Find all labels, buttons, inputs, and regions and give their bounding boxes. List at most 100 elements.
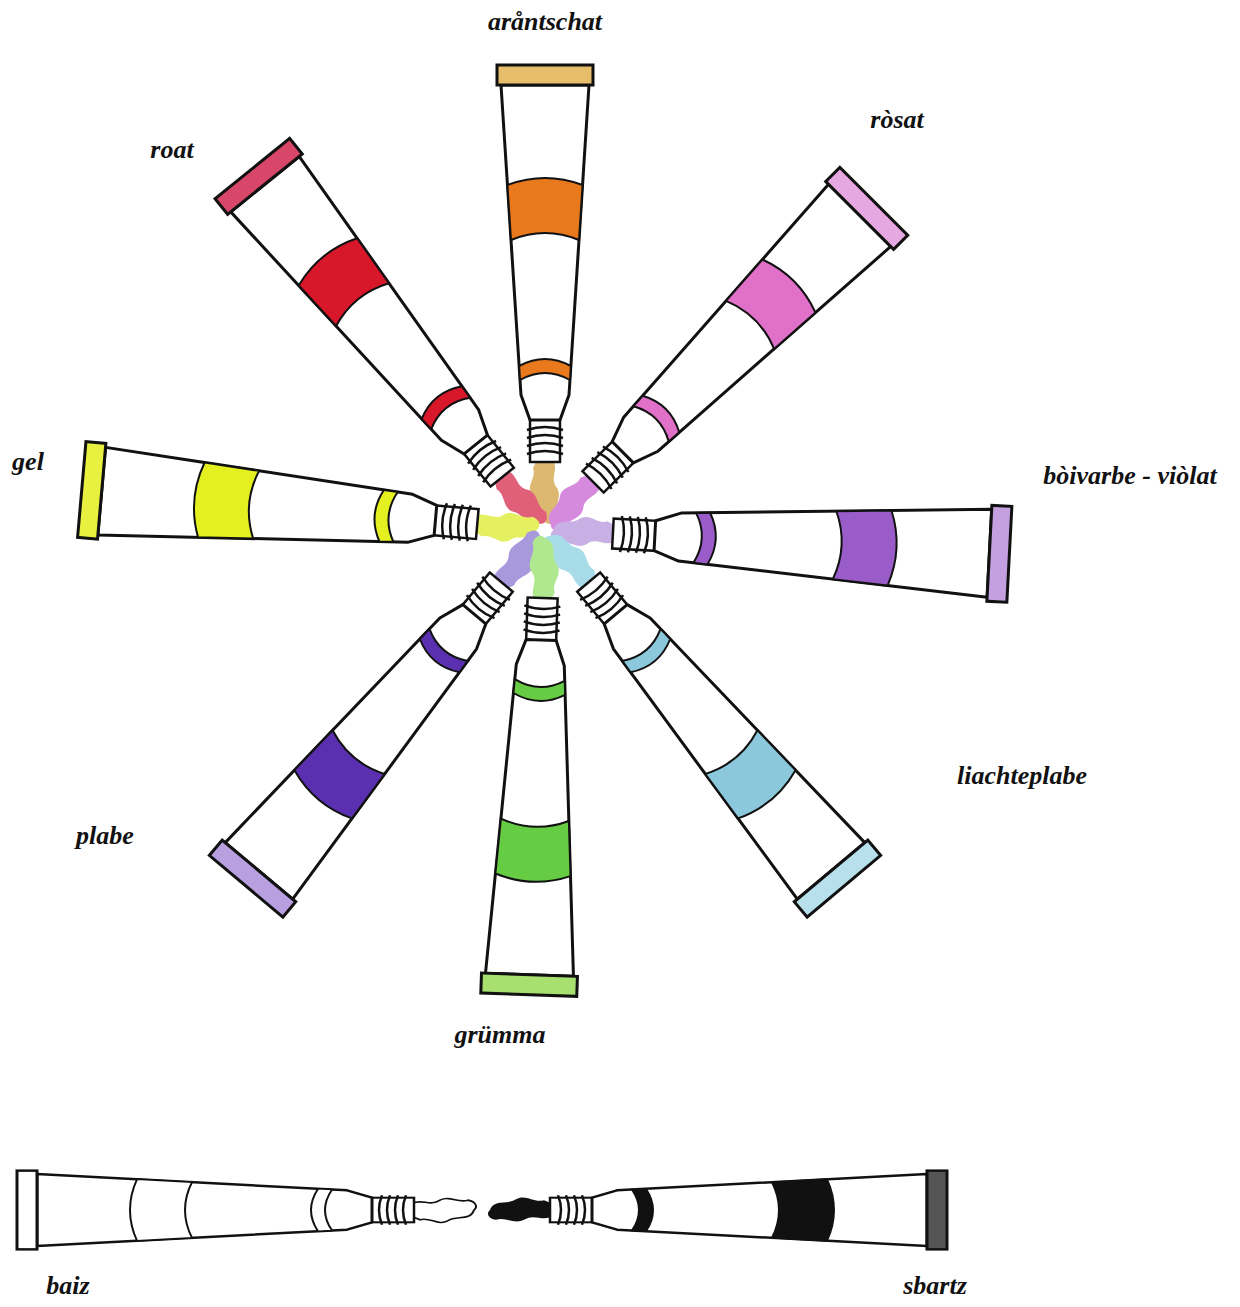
nozzle-ring bbox=[580, 577, 610, 602]
nozzle-ring bbox=[585, 583, 615, 608]
tube-body bbox=[592, 184, 891, 483]
paint-tube bbox=[488, 1171, 947, 1250]
tube-body bbox=[592, 1174, 927, 1246]
tube-body bbox=[501, 85, 589, 420]
tube-nozzle bbox=[526, 597, 558, 642]
nozzle-ring bbox=[475, 583, 505, 608]
nozzle-ring bbox=[395, 1195, 398, 1225]
paint-tube bbox=[78, 442, 544, 578]
tube-colour-band bbox=[724, 255, 821, 352]
tube-body bbox=[37, 1174, 372, 1246]
tube-cap bbox=[78, 442, 106, 539]
nozzle-ring bbox=[471, 445, 501, 470]
nozzle-ring bbox=[524, 613, 560, 617]
paint-tube bbox=[481, 534, 593, 996]
nozzle-ring bbox=[441, 503, 447, 539]
tube-body bbox=[98, 447, 439, 564]
colour-name-label: roat bbox=[150, 136, 193, 165]
nozzle-ring bbox=[628, 516, 633, 552]
tube-body bbox=[225, 586, 508, 899]
colour-name-label: sbartz bbox=[903, 1272, 967, 1301]
nozzle-ring bbox=[470, 589, 500, 614]
tube-ring bbox=[311, 1189, 332, 1231]
nozzle-ring bbox=[449, 504, 455, 540]
nozzle-ring bbox=[527, 443, 563, 446]
paint-tube bbox=[548, 482, 1011, 602]
colour-name-label: baiz bbox=[46, 1272, 89, 1301]
tube-cap bbox=[826, 167, 908, 249]
nozzle-ring bbox=[574, 1195, 577, 1225]
nozzle-ring bbox=[465, 505, 471, 541]
nozzle-ring bbox=[379, 1195, 382, 1225]
nozzle-ring bbox=[527, 435, 563, 438]
tube-ring bbox=[632, 1189, 653, 1231]
tube-body bbox=[485, 638, 585, 976]
tube-body bbox=[653, 492, 992, 597]
nozzle-ring bbox=[523, 629, 559, 633]
colour-name-label: aråntschat bbox=[488, 8, 602, 37]
tube-ring bbox=[633, 391, 684, 442]
tube-cap bbox=[17, 1171, 37, 1250]
nozzle-ring bbox=[586, 461, 614, 489]
paint-blob bbox=[412, 1199, 476, 1223]
tube-cap bbox=[215, 138, 302, 214]
tube-body bbox=[231, 156, 510, 472]
nozzle-ring bbox=[527, 427, 563, 430]
tube-nozzle bbox=[370, 1198, 414, 1223]
tube-ring bbox=[513, 679, 565, 702]
colour-name-label: gel bbox=[12, 448, 44, 477]
tube-colour-band bbox=[703, 728, 800, 824]
nozzle-ring bbox=[524, 605, 560, 609]
paint-tube bbox=[497, 65, 593, 524]
nozzle-ring bbox=[636, 517, 641, 553]
tube-colour-band bbox=[191, 462, 259, 542]
tube-nozzle bbox=[612, 519, 658, 551]
nozzle-ring bbox=[403, 1195, 406, 1225]
tube-cap bbox=[987, 505, 1012, 602]
nozzle-ring bbox=[527, 451, 563, 454]
nozzle-ring bbox=[620, 516, 625, 552]
tube-ring bbox=[519, 359, 571, 380]
paint-tube bbox=[515, 167, 907, 559]
nozzle-ring bbox=[566, 1195, 569, 1225]
nozzle-ring bbox=[524, 621, 560, 625]
tube-cap bbox=[927, 1171, 947, 1250]
tube-ring bbox=[693, 512, 717, 565]
nozzle-ring bbox=[476, 451, 506, 476]
tube-colour-band bbox=[772, 1179, 834, 1241]
paint-blob bbox=[488, 1198, 552, 1222]
colour-name-label: bòivarbe - viòlat bbox=[1043, 462, 1216, 491]
tube-colour-band bbox=[495, 819, 572, 884]
nozzle-ring bbox=[558, 1195, 561, 1225]
tube-body bbox=[582, 586, 865, 899]
tube-nozzle bbox=[432, 505, 478, 539]
paint-tube bbox=[17, 1171, 476, 1250]
tube-ring bbox=[417, 381, 470, 430]
tube-nozzle bbox=[530, 418, 560, 462]
tube-colour-band bbox=[833, 508, 899, 586]
tube-colour-band bbox=[130, 1179, 192, 1241]
tube-colour-band bbox=[507, 178, 582, 240]
nozzle-ring bbox=[590, 589, 620, 614]
tube-colour-band bbox=[294, 233, 391, 328]
nozzle-ring bbox=[592, 456, 620, 484]
tube-nozzle bbox=[550, 1198, 594, 1223]
tube-ring bbox=[372, 489, 397, 542]
nozzle-ring bbox=[644, 517, 649, 553]
nozzle-ring bbox=[387, 1195, 390, 1225]
tube-cap bbox=[497, 65, 593, 85]
colour-name-label: plabe bbox=[76, 822, 134, 851]
colour-name-label: grümma bbox=[454, 1021, 545, 1050]
tube-ring bbox=[415, 628, 468, 677]
colour-name-label: liachteplabe bbox=[957, 762, 1087, 791]
nozzle-ring bbox=[457, 504, 463, 540]
paint-blob bbox=[529, 536, 560, 601]
tube-colour-band bbox=[290, 728, 387, 824]
tube-ring bbox=[622, 628, 675, 677]
nozzle-ring bbox=[481, 457, 511, 482]
nozzle-ring bbox=[480, 577, 510, 602]
tube-cap bbox=[794, 840, 880, 917]
nozzle-ring bbox=[597, 450, 625, 478]
tube-cap bbox=[209, 840, 295, 917]
